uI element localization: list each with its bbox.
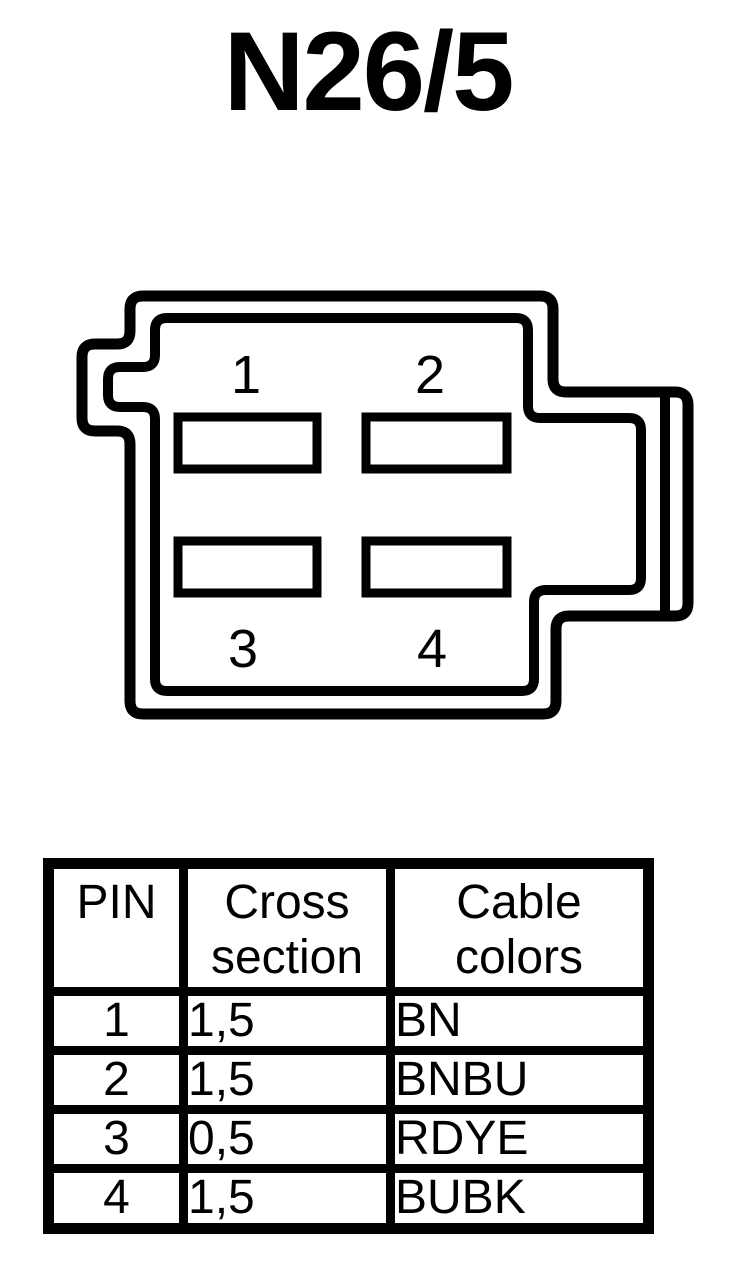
row4-pin: 4 [44, 1164, 188, 1233]
row3-cross-section: 0,5 [179, 1105, 395, 1173]
table-row: 3 0,5 RDYE [44, 1105, 653, 1173]
row1-cable-colors: BN [386, 987, 653, 1055]
connector-inner-outline [103, 313, 646, 696]
row2-cross-section: 1,5 [179, 1046, 395, 1114]
pin-slot-3 [173, 536, 322, 598]
header-pin: PIN [44, 859, 188, 996]
table-row: 1 1,5 BN [44, 987, 653, 1055]
row3-pin: 3 [44, 1105, 188, 1173]
row4-cross-section: 1,5 [179, 1164, 395, 1233]
pin-label-2: 2 [415, 345, 445, 405]
row3-cable-colors: RDYE [386, 1105, 653, 1173]
row1-cross-section: 1,5 [179, 987, 395, 1055]
header-cross-section: Cross section [179, 859, 395, 996]
pin-slot-2 [361, 412, 512, 474]
table-header-row: PIN Cross section Cable colors [44, 859, 653, 996]
row2-pin: 2 [44, 1046, 188, 1114]
pin-label-4: 4 [417, 619, 447, 679]
table-row: 4 1,5 BUBK [44, 1164, 653, 1233]
row1-pin: 1 [44, 987, 188, 1055]
header-cable-colors: Cable colors [386, 859, 653, 996]
row4-cable-colors: BUBK [386, 1164, 653, 1233]
row2-cable-colors: BNBU [386, 1046, 653, 1114]
pin-slot-4 [361, 536, 512, 598]
pin-label-1: 1 [231, 345, 261, 405]
pin-label-3: 3 [228, 619, 258, 679]
connector-outer-outline [76, 290, 694, 720]
page-title: N26/5 [223, 9, 515, 134]
pin-slot-1 [173, 412, 322, 474]
table-row: 2 1,5 BNBU [44, 1046, 653, 1114]
pinout-table: PIN Cross section Cable colors 1 1,5 BN … [43, 858, 654, 1234]
